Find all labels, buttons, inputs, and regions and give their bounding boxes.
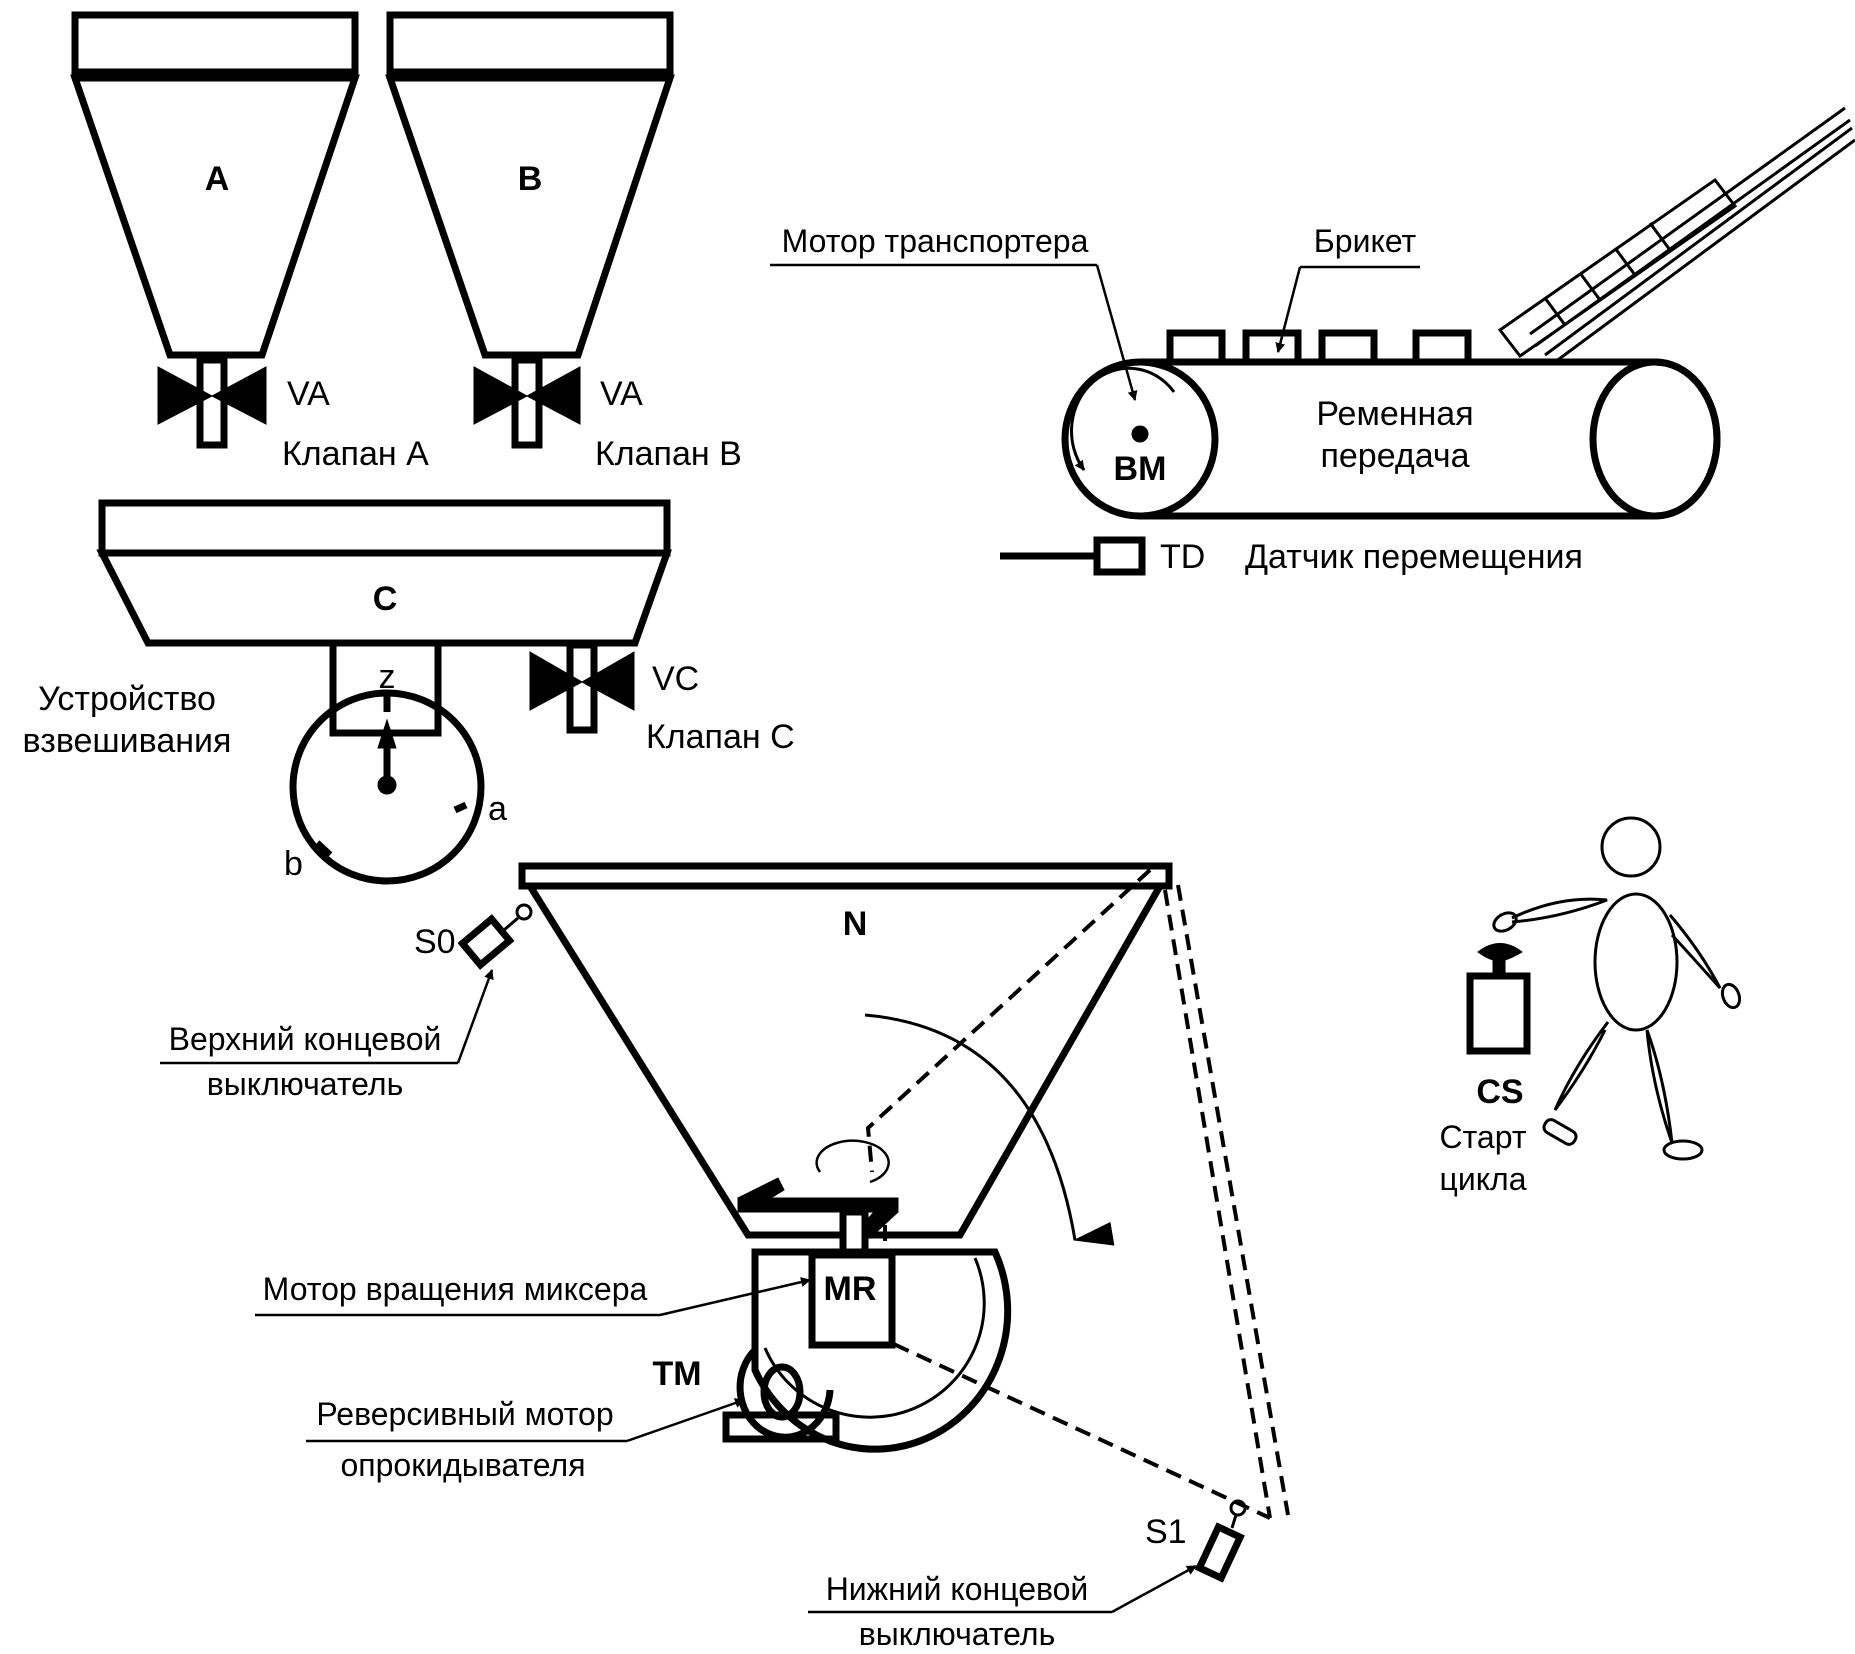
mixer-base <box>751 1248 1012 1453</box>
hoppers-precise <box>0 0 780 480</box>
upper-switch-leader <box>160 969 494 1065</box>
start-button-label-line2: цикла <box>1439 1161 1526 1197</box>
briquette-label: Брикет <box>1314 223 1417 259</box>
upper-switch-label-line2: выключатель <box>207 1066 403 1102</box>
valve-b[interactable] <box>474 360 582 445</box>
hopper-c-label: C <box>373 580 398 618</box>
inclined-chute <box>1497 106 1855 364</box>
valve-c[interactable] <box>529 641 635 734</box>
conveyor-motor-leader <box>770 263 1138 401</box>
upper-switch-code: S0 <box>414 923 456 961</box>
valve-b-name: Клапан В <box>595 435 742 473</box>
valve-c-name: Клапан С <box>646 718 795 756</box>
valve-b-code: VA <box>600 375 643 413</box>
conveyor-motor-label: Мотор транспортера <box>782 223 1089 259</box>
briquette <box>1166 329 1226 366</box>
scale-mark-zero: z <box>379 658 396 696</box>
conveyor-belt <box>1061 358 1721 520</box>
mixer-tilted-outline <box>865 868 1290 1520</box>
hopper-c <box>96 499 672 737</box>
hopper-b-label: B <box>518 160 543 198</box>
briquette-leader <box>1275 265 1420 353</box>
scale-mark-b: b <box>284 845 303 883</box>
scale-label-line1: Устройство <box>38 680 216 718</box>
valve-a-code: VA <box>287 375 330 413</box>
scale-label-line2: взвешивания <box>23 722 232 760</box>
scale-mark-a: a <box>488 790 507 828</box>
scale-needle-icon <box>377 718 397 795</box>
tilt-motor-code: TM <box>652 1355 701 1393</box>
mixer-rotation-arrow-icon <box>815 1139 890 1184</box>
motion-sensor[interactable] <box>1000 536 1146 576</box>
lower-switch-code: S1 <box>1145 1513 1187 1551</box>
valve-a-name: Клапан А <box>282 435 429 473</box>
operator-figure-icon <box>1492 816 1742 1161</box>
lower-switch-label-line1: Нижний концевой <box>826 1571 1089 1607</box>
mixer-label: N <box>843 905 868 943</box>
mixer-blade <box>737 1177 899 1258</box>
motor-rotation-arrow-icon <box>1070 366 1176 471</box>
upper-switch-label-line1: Верхний концевой <box>169 1021 442 1057</box>
upper-limit-switch[interactable] <box>457 903 533 970</box>
tilt-motor-leader <box>306 1398 745 1443</box>
valve-c-code: VC <box>652 660 699 698</box>
belt-label-line1: Ременная <box>1316 395 1473 433</box>
conveyor-motor-code: BM <box>1114 450 1167 488</box>
rotation-motor-code: MR <box>824 1270 877 1308</box>
weighing-scale <box>289 689 485 885</box>
motion-sensor-name: Датчик перемещения <box>1245 538 1583 576</box>
briquette <box>1412 329 1472 366</box>
briquette <box>1242 329 1302 366</box>
lower-limit-switch[interactable] <box>1194 1499 1247 1583</box>
start-button-label-line1: Старт <box>1440 1119 1527 1155</box>
rotation-motor-label: Мотор вращения миксера <box>263 1271 648 1307</box>
briquette <box>1318 329 1378 366</box>
tilt-motor-label-line2: опрокидывателя <box>340 1447 585 1483</box>
start-button-code: CS <box>1476 1073 1523 1111</box>
belt-label-line2: передача <box>1320 437 1469 475</box>
start-cycle-button[interactable] <box>1466 943 1531 1055</box>
tilt-motor <box>722 1347 840 1443</box>
rotation-motor-leader <box>255 1277 811 1317</box>
tilt-direction-arrow-icon <box>864 1013 1115 1246</box>
briquettes <box>1166 329 1472 366</box>
lower-switch-label-line2: выключатель <box>859 1616 1055 1652</box>
valve-a[interactable] <box>158 360 266 445</box>
mixer-bowl <box>518 862 1173 1239</box>
tilt-motor-label-line1: Реверсивный мотор <box>316 1396 613 1432</box>
hopper-a-label: A <box>205 160 230 198</box>
lower-switch-leader <box>808 1564 1197 1614</box>
motion-sensor-code: TD <box>1160 538 1205 576</box>
